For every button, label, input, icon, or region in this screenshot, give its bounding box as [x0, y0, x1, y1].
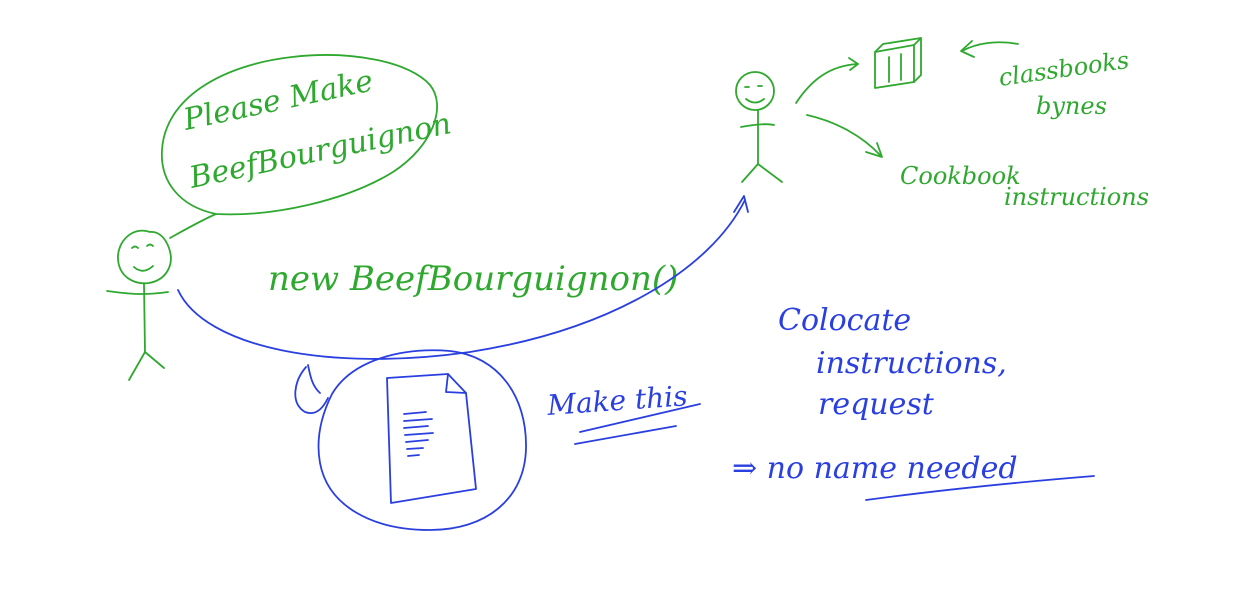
cookbook-label-line1: classbooks: [997, 46, 1131, 92]
instructions-arrow: [806, 114, 883, 158]
notes-line2: instructions,: [816, 346, 1007, 381]
chef-stick-figure: [735, 71, 783, 183]
document-icon: [386, 373, 477, 504]
request-arrow: [177, 195, 749, 360]
document-label: Make this: [545, 379, 688, 422]
speech-bubble: Please Make BeefBourguignon: [161, 54, 454, 216]
notes-line4: ⇒ no name needed: [732, 451, 1018, 486]
instructions-label-line2: instructions: [1004, 183, 1149, 211]
arrow-label: new BeefBourguignon(): [268, 259, 678, 299]
notes-line3: request: [818, 387, 935, 422]
cookbook-label-arrow: [960, 40, 1019, 58]
cookbook-label-line2: bynes: [1036, 92, 1107, 120]
customer-stick-figure: [106, 213, 217, 381]
notes-underline: [865, 475, 1095, 501]
cookbook-icon: [874, 37, 922, 89]
cookbook-arrow: [795, 57, 859, 104]
notes-line1: Colocate: [778, 303, 911, 338]
instructions-label-line1: Cookbook: [900, 162, 1021, 190]
document-label-underline: [574, 403, 701, 445]
document-circle: [294, 349, 527, 531]
